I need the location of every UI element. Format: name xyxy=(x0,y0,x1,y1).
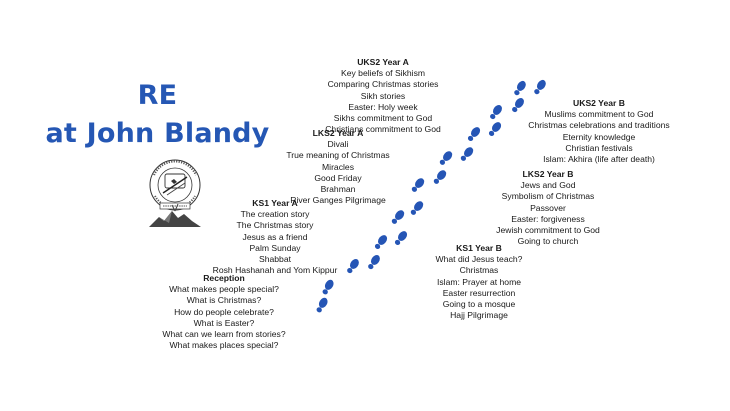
footprint-icon xyxy=(512,79,528,97)
topic-item: Islam: Prayer at home xyxy=(436,276,522,287)
block-heading: KS1 Year B xyxy=(456,243,502,253)
topic-item: Christmas celebrations and traditions xyxy=(528,120,670,131)
footprint-icon xyxy=(372,233,389,251)
footprint-icon xyxy=(488,103,504,121)
topic-item: The creation story xyxy=(240,209,310,220)
topic-item: Islam: Akhira (life after death) xyxy=(543,154,655,165)
topic-item: Shabbat xyxy=(258,254,292,265)
topic-item: How do people celebrate? xyxy=(174,306,274,317)
topic-item: The Christmas story xyxy=(236,220,314,231)
footprint-icon xyxy=(437,149,455,167)
topic-item: Sikh stories xyxy=(360,90,406,101)
footprint-icon xyxy=(392,229,409,247)
topic-item: Palm Sunday xyxy=(249,242,301,253)
footprint-icon xyxy=(366,253,382,271)
topic-item: Brahman xyxy=(320,184,356,195)
block-heading: Reception xyxy=(203,273,245,283)
footprint-icon xyxy=(458,145,476,163)
topic-item: Symbolism of Christmas xyxy=(501,191,595,202)
topic-item: Rosh Hashanah and Yom Kippur xyxy=(212,265,338,276)
topic-item: Easter: forgiveness xyxy=(511,213,585,224)
topic-item: Jews and God xyxy=(520,180,576,191)
topic-item: Jesus as a friend xyxy=(242,231,308,242)
footprint-icon xyxy=(345,257,361,275)
topic-item: Comparing Christmas stories xyxy=(327,79,439,90)
block-heading: KS1 Year A xyxy=(252,198,298,208)
footprint-icon xyxy=(486,120,503,138)
footprint-icon xyxy=(408,199,426,217)
topic-item: What did Jesus teach? xyxy=(435,254,523,265)
footprint-icon xyxy=(409,176,427,194)
topic-item: Passover xyxy=(530,202,566,213)
topic-item: What is Christmas? xyxy=(186,295,262,306)
topic-item: What makes places special? xyxy=(169,340,279,351)
topic-item: Going to a mosque xyxy=(442,299,516,310)
page-title: RE xyxy=(137,80,178,111)
topic-item: Christian festivals xyxy=(565,142,633,153)
footprint-icon xyxy=(389,208,407,226)
topic-item: Easter: Holy week xyxy=(348,101,418,112)
topic-item: What can we learn from stories? xyxy=(162,329,286,340)
topic-item: Muslims commitment to God xyxy=(544,109,654,120)
topic-item: What makes people special? xyxy=(169,284,279,295)
block-heading: LKS2 Year B xyxy=(522,169,574,179)
topic-item: Divali xyxy=(327,139,349,150)
topic-item: Hajj Pilgrimage xyxy=(450,310,508,321)
page-subtitle: at John Blandy xyxy=(45,118,270,149)
topic-item: Easter resurrection xyxy=(442,287,516,298)
block-heading: UKS2 Year B xyxy=(573,98,625,108)
topic-item: What is Easter? xyxy=(193,317,255,328)
topic-item: True meaning of Christmas xyxy=(286,150,390,161)
topic-item: Eternity knowledge xyxy=(562,131,636,142)
topic-item: Christmas xyxy=(459,265,499,276)
footprint-icon xyxy=(532,78,548,96)
topic-item: Going to church xyxy=(517,236,579,247)
topic-item: Miracles xyxy=(322,161,354,172)
footprint-icon xyxy=(314,296,330,314)
footprint-icon xyxy=(431,168,449,186)
block-heading: LKS2 Year A xyxy=(312,128,364,138)
school-crest-icon xyxy=(149,159,201,227)
topic-item: Christians commitment to God xyxy=(325,124,441,135)
topic-item: River Ganges Pilgrimage xyxy=(290,195,386,206)
block-heading: UKS2 Year A xyxy=(357,57,409,67)
topic-item: Jewish commitment to God xyxy=(496,225,600,236)
footprint-icon xyxy=(320,278,336,296)
topic-item: Sikhs commitment to God xyxy=(333,113,433,124)
topic-item: Good Friday xyxy=(314,172,362,183)
topic-item: Key beliefs of Sikhism xyxy=(340,68,426,79)
footprint-icon xyxy=(465,125,482,143)
